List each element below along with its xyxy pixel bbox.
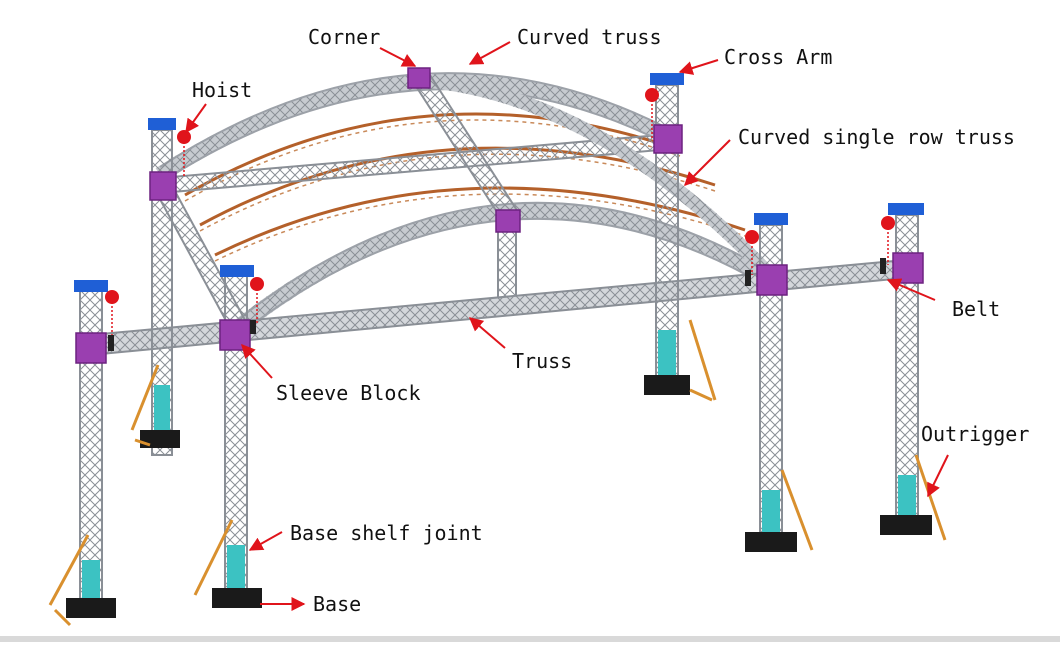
cross-arm-back-right	[650, 73, 684, 85]
cross-arm-front-left	[74, 280, 108, 292]
label-corner: Corner	[308, 25, 381, 49]
tower-front-left	[48, 289, 116, 627]
arrow-sleeve-block	[241, 343, 273, 379]
hoist-1	[177, 130, 191, 144]
sleeve-blocks	[75, 67, 924, 364]
hoists	[105, 88, 895, 340]
label-sleeve-block: Sleeve Block	[276, 381, 421, 405]
hoist-4	[250, 277, 264, 291]
cross-arm-front-center-left	[220, 265, 254, 277]
label-truss: Truss	[512, 349, 573, 373]
belts	[108, 258, 886, 351]
arrow-truss	[468, 317, 506, 349]
arrow-curved-single-row-truss	[684, 139, 731, 186]
label-base-shelf-joint: Base shelf joint	[290, 521, 483, 545]
arrow-base-shelf-joint	[248, 531, 283, 551]
arrow-curved-truss	[468, 41, 511, 65]
annotation-arrows	[185, 41, 949, 611]
tower-back-right	[644, 84, 717, 402]
cross-arm-back-left	[148, 118, 176, 130]
arrow-hoist	[185, 103, 207, 134]
tower-back-left	[130, 129, 180, 456]
arrow-belt	[886, 278, 936, 301]
label-curved-single-row-truss: Curved single row truss	[738, 125, 1015, 149]
label-cross-arm: Cross Arm	[724, 45, 833, 69]
sleeve-block-back-left	[149, 171, 177, 201]
cross-arm-far-right	[888, 203, 924, 215]
sleeve-block-front-right	[756, 264, 788, 296]
arrow-cross-arm	[678, 59, 719, 75]
hoist-2	[645, 88, 659, 102]
label-belt: Belt	[952, 297, 1001, 321]
label-hoist: Hoist	[192, 78, 253, 102]
sleeve-block-front-center-left	[219, 319, 251, 351]
hoist-6	[881, 216, 895, 230]
corner-block-ridge	[495, 209, 521, 233]
hoist-3	[105, 290, 119, 304]
cross-arms	[74, 73, 924, 292]
sleeve-block-back-right	[653, 124, 683, 154]
tower-front-right	[745, 224, 814, 552]
label-curved-truss: Curved truss	[517, 25, 662, 49]
label-base: Base	[313, 592, 362, 616]
arrow-corner	[379, 47, 417, 67]
corner-block-top	[407, 67, 431, 89]
bottom-divider	[0, 636, 1060, 642]
curved-single-row-truss-1	[184, 112, 681, 197]
arrow-outrigger	[927, 454, 949, 498]
back-straight-truss	[159, 133, 661, 195]
cross-arm-front-right	[754, 213, 788, 225]
sleeve-block-front-left	[75, 332, 107, 364]
hoist-5	[745, 230, 759, 244]
label-outrigger: Outrigger	[921, 422, 1030, 446]
sleeve-block-far-right	[892, 252, 924, 284]
